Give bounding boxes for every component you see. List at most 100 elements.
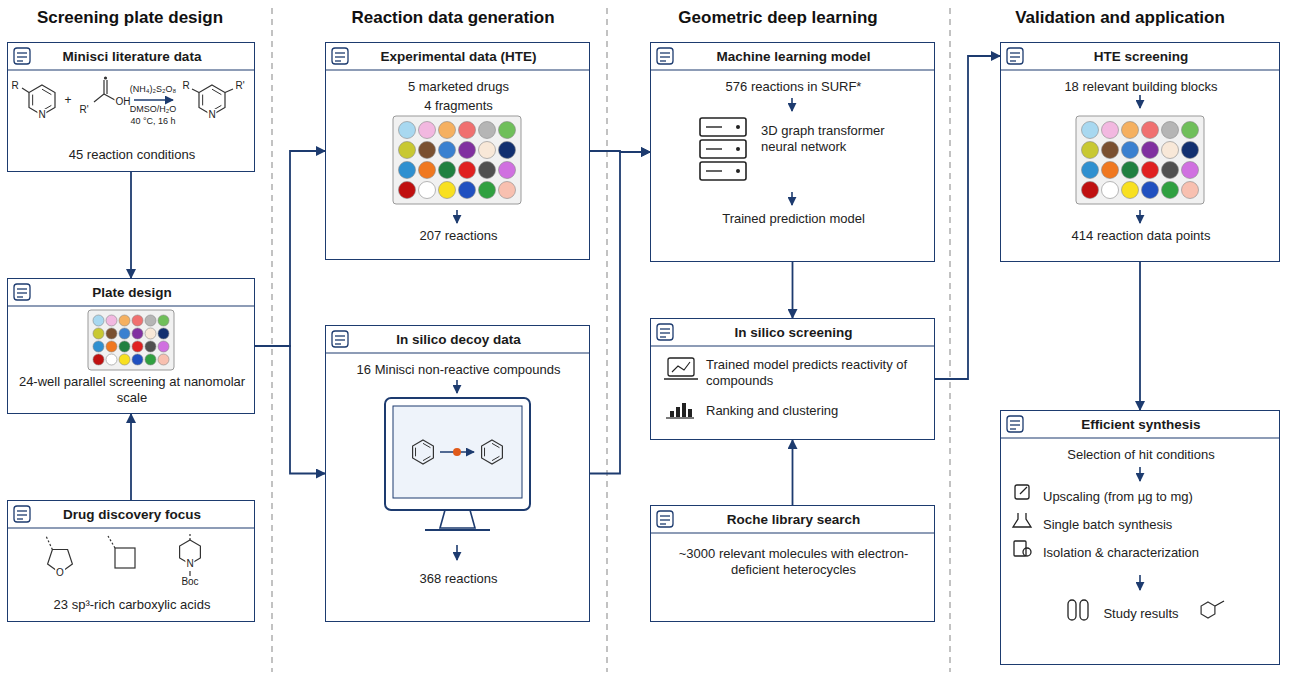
red-dot <box>453 448 461 456</box>
well-plate <box>88 310 174 370</box>
bond <box>1215 601 1224 606</box>
header-icon <box>14 506 30 522</box>
bond <box>425 529 490 531</box>
well <box>93 328 104 339</box>
icon-frame <box>14 284 30 300</box>
bond <box>192 89 199 93</box>
icon-frame <box>657 324 673 340</box>
well <box>1122 182 1139 199</box>
header-icon <box>657 511 673 527</box>
header-icon <box>657 324 673 340</box>
well <box>439 142 456 159</box>
double-bond <box>492 456 499 460</box>
well <box>459 142 476 159</box>
icon-stroke <box>335 343 341 344</box>
well <box>1082 182 1099 199</box>
process-box: Efficient synthesisSelection of hit cond… <box>1000 410 1280 665</box>
icon-stroke <box>335 52 345 53</box>
icon-stroke <box>335 339 345 340</box>
well <box>145 341 156 352</box>
box-text: Selection of hit conditions <box>1001 447 1281 463</box>
well <box>106 315 117 326</box>
well <box>399 182 416 199</box>
box-text: 576 reactions in SURF* <box>651 79 936 95</box>
bond <box>46 536 52 550</box>
well <box>459 122 476 139</box>
acid-bond <box>94 80 104 102</box>
well <box>1082 142 1099 159</box>
upscale-icon <box>1015 485 1029 499</box>
double-bond <box>484 448 485 457</box>
well <box>1182 142 1199 159</box>
column-heading: Validation and application <box>1015 8 1225 28</box>
box-text: 368 reactions <box>326 571 591 587</box>
monitor <box>385 398 530 510</box>
icon-stroke <box>17 52 27 53</box>
upscale-arrow <box>1020 487 1027 494</box>
double-bond <box>212 89 221 94</box>
bond <box>22 88 29 93</box>
icon-stroke <box>660 60 666 61</box>
server-unit <box>700 118 746 136</box>
well <box>1122 162 1139 179</box>
inner-arrow <box>134 99 173 101</box>
box-text: Trained prediction model <box>651 211 936 227</box>
well-plate <box>1076 116 1204 204</box>
well <box>419 142 436 159</box>
box-text: 16 Minisci non-reactive compounds <box>326 362 591 378</box>
trend-line <box>672 362 690 372</box>
inner-arrow <box>791 192 793 205</box>
well <box>158 354 169 365</box>
icon-stroke <box>660 336 666 337</box>
well <box>119 354 130 365</box>
header-divider <box>7 527 255 528</box>
double-bond <box>32 95 33 106</box>
box-text: 23 sp³-rich carboxylic acids <box>8 597 256 613</box>
process-box: HTE screening18 relevant building blocks… <box>1000 42 1280 262</box>
well <box>145 328 156 339</box>
box-text: Single batch synthesis <box>1043 517 1273 533</box>
well <box>1122 122 1139 139</box>
box-title: In silico decoy data <box>354 332 563 349</box>
well <box>93 315 104 326</box>
box-title: Efficient synthesis <box>1029 417 1253 434</box>
chem-label: 40 °C, 16 h <box>130 116 175 127</box>
chem-label: (NH₄)₂S₂O₈ <box>130 84 176 95</box>
icon-stroke <box>17 60 23 61</box>
monitor-stand <box>440 510 475 528</box>
flask-icon <box>1013 513 1031 527</box>
box-text: Upscaling (from µg to mg) <box>1043 489 1273 505</box>
server-unit <box>700 162 746 180</box>
well <box>1182 122 1199 139</box>
inner-arrow <box>1139 575 1141 590</box>
oxygen-dot <box>104 76 107 79</box>
well <box>499 142 516 159</box>
well <box>479 142 496 159</box>
chem-label: R <box>181 80 190 92</box>
server-light <box>736 169 740 173</box>
box-title: Machine learning model <box>679 49 908 66</box>
well <box>158 328 169 339</box>
box-text: 24-well parallel screening at nanomolar … <box>18 374 246 407</box>
well <box>1142 182 1159 199</box>
bar-icon <box>676 407 680 417</box>
header-divider <box>325 352 590 353</box>
header-divider <box>650 345 935 346</box>
icon-stroke <box>660 523 666 524</box>
double-bond <box>423 456 430 460</box>
process-box: In silico screeningTrained model predict… <box>650 318 935 440</box>
box-text: 45 reaction conditions <box>8 147 256 163</box>
well <box>1102 142 1119 159</box>
well <box>119 341 130 352</box>
well <box>439 122 456 139</box>
bond <box>189 532 190 540</box>
well <box>399 122 416 139</box>
connector-arrow <box>255 151 325 346</box>
well <box>93 341 104 352</box>
header-icon <box>657 48 673 64</box>
double-bond <box>492 443 499 447</box>
connector-arrow <box>792 262 794 318</box>
icon-stroke <box>660 328 670 329</box>
chem-label: N <box>185 558 194 570</box>
connector-arrow <box>130 172 132 278</box>
